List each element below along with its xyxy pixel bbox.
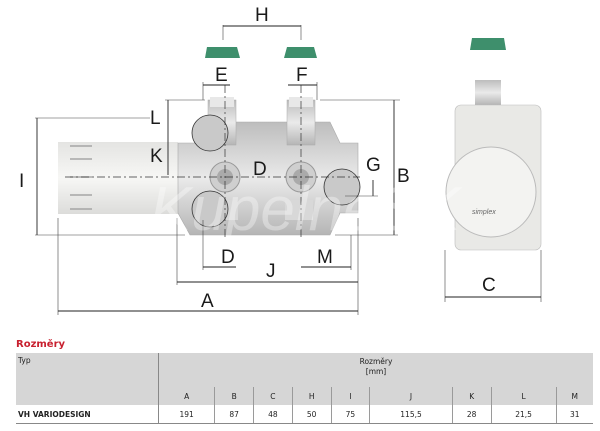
thermostat-head (58, 142, 178, 214)
type-header: Typ (16, 353, 159, 405)
cell-K: 28 (451, 405, 492, 424)
label-C: C (482, 275, 496, 296)
label-E: E (215, 65, 228, 86)
cell-B: 87 (214, 405, 254, 424)
label-J: J (266, 261, 276, 282)
seal-side (470, 38, 506, 50)
brand-text: simplex (472, 209, 496, 216)
thermostat-cap (445, 146, 537, 238)
technical-drawing: simplex KupelneSK H E F L K I D G B D J … (19, 5, 542, 315)
cell-A: 191 (157, 405, 215, 424)
cell-J: 115,5 (369, 405, 453, 424)
label-A: A (201, 291, 214, 312)
detail-circle (191, 114, 229, 152)
column-header-A: A (184, 391, 190, 401)
label-I: I (19, 171, 24, 192)
column-header-K: K (451, 387, 492, 405)
column-header-I: I (330, 387, 370, 405)
seal-right (284, 47, 317, 58)
column-header-B: B (214, 387, 254, 405)
cell-C: 48 (253, 405, 293, 424)
seal-left (205, 47, 240, 58)
column-header-L: L (490, 387, 557, 405)
column-header-J: J (369, 387, 453, 405)
cell-M: 31 (555, 405, 593, 424)
label-B: B (397, 166, 410, 187)
watermark: KupelneSK (150, 175, 463, 244)
label-D-bottom: D (221, 247, 235, 268)
label-K: K (150, 146, 163, 167)
dimension-lines (35, 25, 542, 315)
cell-L: 21,5 (490, 405, 557, 424)
row-type: VH VARIODESIGN (16, 405, 159, 424)
label-L: L (150, 108, 161, 129)
label-G: G (366, 155, 381, 176)
label-F: F (296, 65, 308, 86)
group-header: Rozměry[mm] (159, 353, 594, 387)
cell-H: 50 (291, 405, 331, 424)
column-header-C: C (253, 387, 293, 405)
cell-I: 75 (330, 405, 370, 424)
column-header-H: H (291, 387, 331, 405)
label-M: M (317, 247, 333, 268)
section-title: Rozměry (16, 339, 66, 350)
label-D-top: D (253, 159, 267, 180)
side-view: simplex (445, 38, 542, 251)
column-header-M: M (555, 387, 593, 405)
group-header-label: Rozměry (359, 357, 393, 366)
label-H: H (255, 5, 269, 26)
detail-circle (191, 190, 229, 228)
group-header-unit: [mm] (365, 367, 387, 376)
